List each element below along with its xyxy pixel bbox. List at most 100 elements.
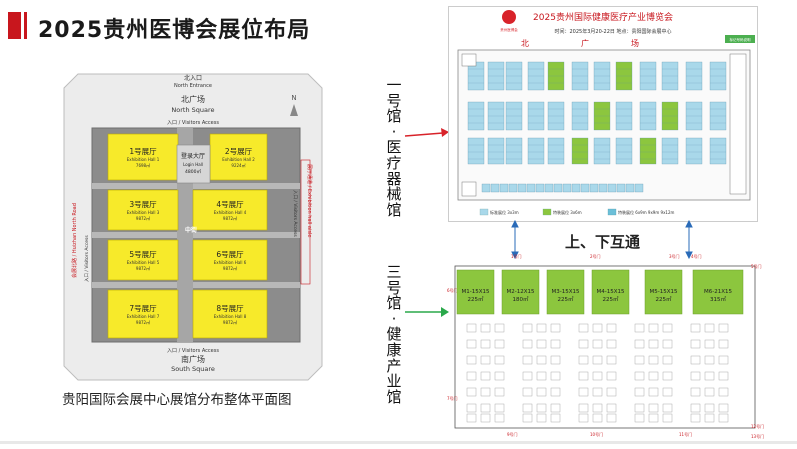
- hall-block-3: [107, 189, 179, 231]
- arrow-to-hall3: [405, 307, 449, 317]
- visitors-access-bottom: 入口 / Visitors Access: [167, 348, 219, 354]
- hall-name: 2号展厅: [225, 147, 253, 156]
- hall-en: Exhibition Hall 6: [214, 260, 247, 265]
- hall-area: 7698㎡: [136, 162, 150, 168]
- hall-block-2: [209, 133, 268, 181]
- hall-en: Exhibition Hall 5: [127, 260, 160, 265]
- hall1-header-sub: 时间：2025年3月20-22日 地点：贵阳国际会展中心: [554, 28, 671, 35]
- gate-label: 1号门: [511, 253, 522, 259]
- hall-block-7: [107, 289, 179, 339]
- big-booth: [456, 269, 495, 315]
- hall1-plan: 贵州医博会 2025贵州国际健康医疗产业博览会 时间：2025年3月20-22日…: [448, 6, 758, 222]
- big-booth-area: 225㎡: [558, 295, 574, 303]
- hall-en: Exhibition Hall 4: [214, 210, 247, 215]
- hall1-north-label: 北: [521, 39, 529, 48]
- hall-en: Exhibition Hall 2: [222, 157, 255, 162]
- north-square-cn: 北广场: [181, 94, 205, 104]
- hall-en: Exhibition Hall 1: [127, 157, 160, 162]
- hall-block-6: [192, 239, 268, 281]
- hall-area: 9872㎡: [223, 265, 237, 271]
- big-booth: [692, 269, 744, 315]
- login-hall-en: Login Hall: [183, 162, 203, 167]
- big-booth: [591, 269, 630, 315]
- hall-name: 5号展厅: [129, 250, 157, 259]
- gate-label: 9号门: [507, 431, 518, 437]
- hall1-corner-badge: 标记号码说明: [730, 37, 751, 42]
- legend-standard: 标准展位 3x3m: [490, 209, 519, 215]
- hall1-vertical-label: 一号馆·医疗器械馆: [386, 76, 402, 219]
- gate-label: 5号门: [751, 263, 762, 269]
- legend-special-1: 特装展位 3x6m: [553, 209, 582, 215]
- title-accent-bar-thin: [24, 12, 27, 39]
- big-booth-id: M4-15X15: [597, 289, 625, 295]
- visitors-access-right: 入口 / Visitors Access: [292, 190, 298, 237]
- hall-name: 8号展厅: [216, 304, 244, 313]
- hall-aisle-label: 展厅通道 / Exhibition hall aisle: [306, 164, 313, 237]
- footer-line: [0, 441, 797, 444]
- hall-en: Exhibition Hall 3: [127, 210, 160, 215]
- big-booth-area: 225㎡: [468, 295, 484, 303]
- big-booth-area: 225㎡: [603, 295, 619, 303]
- visitors-access-top: 入口 / Visitors Access: [167, 120, 219, 126]
- login-hall-cn: 登录大厅: [181, 152, 205, 160]
- hall-block-4: [192, 189, 268, 231]
- hall-area: 9872㎡: [136, 215, 150, 221]
- big-booth: [546, 269, 585, 315]
- hall1-square-label2: 场: [631, 39, 639, 48]
- page-title: 2025贵州医博会展位布局: [38, 18, 311, 43]
- big-booth: [501, 269, 540, 315]
- login-hall: [176, 144, 211, 184]
- gate-label: 11号门: [679, 431, 692, 437]
- hall-area: 9872㎡: [223, 319, 237, 325]
- hall-block-8: [192, 289, 268, 339]
- legend-special-2: 特装展位 6x9m 9x9m 9x12m: [618, 209, 675, 215]
- gate-label: 10号门: [590, 431, 603, 437]
- hall-block-5: [107, 239, 179, 281]
- gate-label: 12号门: [751, 423, 764, 429]
- north-square-en: North Square: [171, 106, 214, 114]
- big-booth-id: M2-12X15: [507, 289, 535, 295]
- updown-label: 上、下互通: [565, 233, 641, 251]
- corridor: [92, 232, 300, 238]
- north-arrow-icon: [290, 104, 298, 116]
- gate-label: 3号门: [669, 253, 680, 259]
- big-booth-area: 315㎡: [710, 295, 726, 303]
- gate-label: 2号门: [590, 253, 601, 259]
- road-left-label: 会展北路 / Huizhan North Road: [71, 203, 78, 278]
- hall-area: 9872㎡: [223, 215, 237, 221]
- hall1-square-label: 广: [581, 38, 589, 48]
- title-accent-bar: [8, 12, 21, 39]
- corridor: [92, 282, 300, 288]
- hall1-logo-text: 贵州医博会: [500, 27, 518, 32]
- big-booth-id: M5-15X15: [650, 289, 678, 295]
- corridor: [92, 183, 300, 189]
- visitors-access-left: 入口 / Visitors Access: [84, 235, 90, 282]
- big-booth: [644, 269, 683, 315]
- gate-label: 7号门: [447, 395, 458, 401]
- gate-label: 6号门: [447, 287, 458, 293]
- hall-area: 9872㎡: [136, 319, 150, 325]
- hall-area: 9872㎡: [136, 265, 150, 271]
- north-entrance-cn: 北入口: [184, 74, 202, 82]
- login-hall-area: 4800㎡: [185, 168, 201, 175]
- logo-icon: [502, 10, 516, 24]
- center-street-label: 中街: [185, 226, 197, 234]
- big-booth-id: M3-15X15: [552, 289, 580, 295]
- big-booth-area: 225㎡: [656, 295, 672, 303]
- floor-plan-caption: 贵阳国际会展中心展馆分布整体平面图: [62, 392, 292, 408]
- south-square-en: South Square: [171, 365, 215, 373]
- hall-name: 6号展厅: [216, 250, 244, 259]
- hall-name: 3号展厅: [129, 200, 157, 209]
- hall-name: 7号展厅: [129, 304, 157, 313]
- north-arrow-label: N: [291, 94, 296, 102]
- big-booth-area: 180㎡: [513, 295, 529, 303]
- hall-name: 4号展厅: [216, 200, 244, 209]
- gate-label: 4号门: [691, 253, 702, 259]
- north-entrance-en: North Entrance: [174, 83, 212, 89]
- gate-label: 13号门: [751, 433, 764, 439]
- hall-area: 9224㎡: [231, 162, 245, 168]
- big-booth-id: M1-15X15: [462, 289, 490, 295]
- hall-name: 1号展厅: [129, 147, 157, 156]
- arrow-to-hall1: [404, 128, 449, 137]
